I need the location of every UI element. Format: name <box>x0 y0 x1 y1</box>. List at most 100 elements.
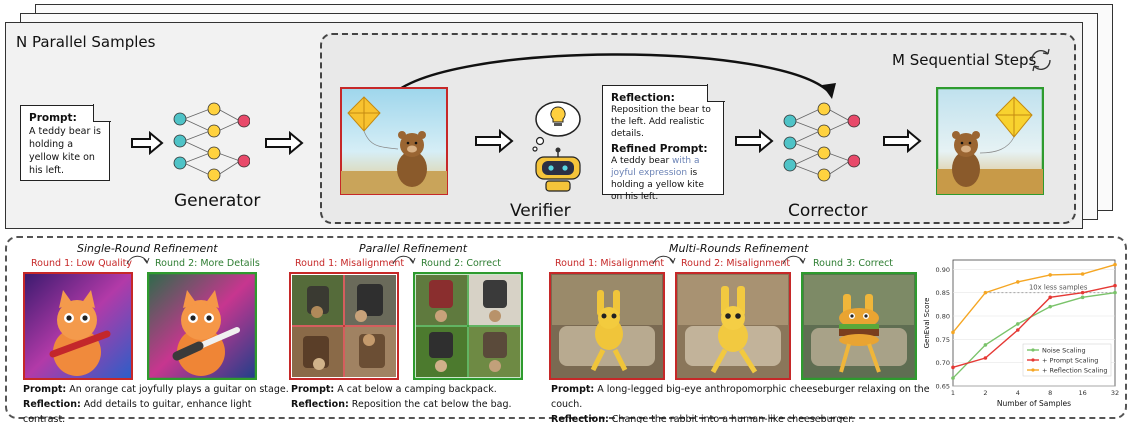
single-prompt-text: An orange cat joyfully plays a guitar on… <box>69 384 289 395</box>
examples-panel: Single-Round Refinement Round 1: Low Qua… <box>5 236 1127 423</box>
data-point <box>983 343 988 347</box>
legend-marker <box>1031 368 1035 372</box>
data-point <box>983 290 988 295</box>
data-point <box>951 376 955 380</box>
x-tick-label: 8 <box>1048 389 1052 397</box>
parallel-title: Parallel Refinement <box>359 242 468 255</box>
reflection-text: Reposition the bear to the left. Add rea… <box>611 105 711 139</box>
data-point <box>1080 272 1085 276</box>
parallel-reflection-label: Reflection: <box>291 399 349 410</box>
legend-marker <box>1031 348 1035 352</box>
data-point <box>1113 283 1117 288</box>
data-point <box>951 365 955 370</box>
feedback-arrow <box>389 53 836 99</box>
arrow-icon <box>475 129 514 153</box>
data-point <box>951 330 955 335</box>
data-point <box>1113 262 1117 267</box>
legend-label: + Reflection Scaling <box>1042 366 1107 374</box>
multi-round-title: Multi-Rounds Refinement <box>669 242 809 255</box>
corrector-caption: Corrector <box>788 201 868 221</box>
series-line <box>952 263 1116 333</box>
single-prompt-label: Prompt: <box>23 384 67 395</box>
single-round-title: Single-Round Refinement <box>77 242 218 255</box>
series-line <box>952 291 1116 379</box>
cat-backpack-grid-round1 <box>289 272 399 380</box>
data-point <box>1048 295 1052 300</box>
rabbit-couch-image-round1 <box>549 272 665 380</box>
multi-round2-label: Round 2: Misalignment <box>681 258 791 269</box>
corrected-image-bear-kite <box>936 87 1044 195</box>
parallel-caption: Prompt: A cat below a camping backpack. … <box>291 382 541 412</box>
y-tick-label: 0.70 <box>936 359 950 367</box>
data-point <box>1016 280 1020 284</box>
x-tick-label: 2 <box>983 389 987 397</box>
data-point <box>1016 328 1020 332</box>
cheeseburger-couch-image-round3 <box>801 272 917 380</box>
reflection-label: Reflection: <box>611 92 675 104</box>
y-tick-label: 0.75 <box>936 336 950 344</box>
multi-round3-label: Round 3: Correct <box>813 258 894 269</box>
multi-reflection-label: Reflection: <box>551 414 609 423</box>
arrow-icon <box>883 129 922 153</box>
data-point <box>1113 290 1117 295</box>
prompt-text: A teddy bear is holding a yellow kite on… <box>29 126 102 176</box>
parallel-round2-label: Round 2: Correct <box>421 258 502 269</box>
cat-guitar-image-round2 <box>147 272 257 380</box>
refined-prompt-highlight: with a joyful expression <box>611 156 700 178</box>
refined-prompt-label: Refined Prompt: <box>611 143 708 155</box>
curved-arrow-icon <box>782 255 806 265</box>
parallel-round1-label: Round 1: Misalignment <box>295 258 405 269</box>
single-reflection-text: Add details to guitar, enhance light con… <box>23 399 252 423</box>
generated-image-bear-kite <box>340 87 448 195</box>
x-tick-label: 16 <box>1078 389 1086 397</box>
pipeline-panel: N Parallel Samples Prompt: A teddy bear … <box>5 22 1083 229</box>
series-line <box>952 284 1116 369</box>
arrow-icon <box>265 131 304 155</box>
sequential-title: M Sequential Steps <box>892 51 1037 69</box>
panel-title: N Parallel Samples <box>16 33 156 51</box>
annotation-text: 10x less samples <box>1029 284 1088 292</box>
prompt-document: Prompt: A teddy bear is holding a yellow… <box>20 104 111 181</box>
verifier-robot-icon <box>532 101 581 192</box>
data-point <box>1048 304 1052 309</box>
multi-prompt-label: Prompt: <box>551 384 595 395</box>
sequential-steps-box: M Sequential Steps <box>320 33 1076 224</box>
y-tick-label: 0.85 <box>936 289 950 297</box>
curved-arrow-icon <box>652 255 676 265</box>
data-point <box>983 356 988 360</box>
x-axis-label: Number of Samples <box>997 399 1071 408</box>
legend-label: Noise Scaling <box>1042 346 1086 354</box>
generator-network-icon <box>173 102 250 182</box>
legend-marker <box>1031 358 1035 362</box>
parallel-prompt-label: Prompt: <box>291 384 335 395</box>
curved-arrow-icon <box>126 255 150 265</box>
parallel-prompt-text: A cat below a camping backpack. <box>337 384 497 395</box>
cat-guitar-image-round1 <box>23 272 133 380</box>
legend-label: + Prompt Scaling <box>1042 356 1098 364</box>
refined-prompt-text: A teddy bear <box>611 156 673 166</box>
refined-prompt-tail: is holding a yellow kite on his left. <box>611 168 704 202</box>
cycle-icon <box>1031 48 1051 72</box>
multi-round1-label: Round 1: Misalignment <box>555 258 665 269</box>
single-caption: Prompt: An orange cat joyfully plays a g… <box>23 382 293 423</box>
curved-arrow-icon <box>392 255 416 265</box>
x-tick-label: 32 <box>1111 389 1119 397</box>
single-round2-label: Round 2: More Details <box>155 258 260 269</box>
multi-caption: Prompt: A long-legged big-eye anthropomo… <box>551 382 931 423</box>
y-tick-label: 0.80 <box>936 313 950 321</box>
cat-backpack-grid-round2 <box>413 272 523 380</box>
multi-reflection-text: Change the rabbit into a human-like chee… <box>611 414 855 423</box>
data-point <box>1048 273 1052 277</box>
y-tick-label: 0.90 <box>936 266 950 274</box>
arrow-icon <box>131 131 164 155</box>
reflection-document: Reflection: Reposition the bear to the l… <box>602 84 725 202</box>
x-tick-label: 4 <box>1016 389 1020 397</box>
verifier-caption: Verifier <box>510 201 571 221</box>
arrow-icon <box>735 129 774 153</box>
parallel-reflection-text: Reposition the cat below the bag. <box>351 399 512 410</box>
generator-caption: Generator <box>174 191 261 211</box>
data-point <box>1016 322 1020 326</box>
y-axis-label: GenEval Score <box>923 298 931 349</box>
prompt-label: Prompt: <box>29 112 77 124</box>
